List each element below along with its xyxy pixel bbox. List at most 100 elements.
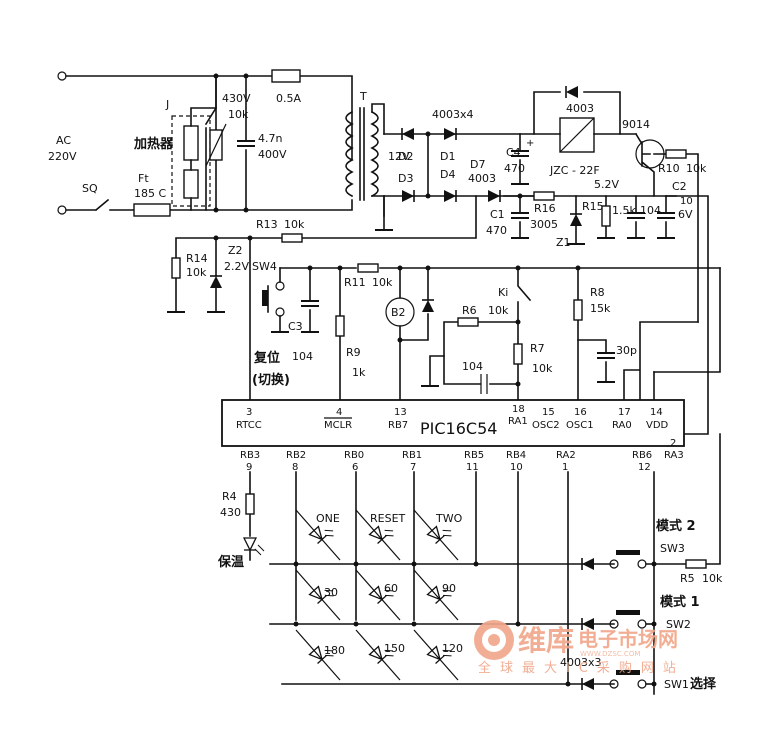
led-two: TWO <box>435 512 463 525</box>
led-reset: RESET <box>370 512 406 525</box>
z2-label: Z2 <box>228 244 243 257</box>
pin-rb0: RB0 <box>344 450 364 461</box>
sw1-button[interactable] <box>616 670 640 675</box>
sw4-label: SW4 <box>252 260 277 273</box>
reset-section: SW4 R11 10k C3 104 R9 1k 复位 (切换) B2 <box>252 260 721 401</box>
supply-5v2: 5.2V <box>594 178 619 191</box>
r11-label: R11 <box>344 276 366 289</box>
varistor-res: 10k <box>228 108 249 121</box>
watermark-line2: 全球最大IC采购网站 <box>478 660 685 676</box>
led-150: 150 <box>384 642 405 655</box>
ki-label: Ki <box>498 286 508 299</box>
varistor-voltage: 430V <box>222 92 251 105</box>
r7-value: 10k <box>532 362 553 375</box>
mode2-label: 模式 2 <box>656 518 696 534</box>
relay-diode: 4003 <box>566 102 594 115</box>
secondary-voltage: 12V <box>388 150 410 163</box>
pin-7-num: 7 <box>410 462 416 473</box>
mode1-label: 模式 1 <box>660 594 700 610</box>
sq-label: SQ <box>82 182 98 195</box>
relay-part: JZC - 22F <box>549 164 600 177</box>
pin-osc1: OSC1 <box>566 420 594 431</box>
pin-4-num: 4 <box>336 407 342 418</box>
r4-label: R4 <box>222 490 237 503</box>
pin-11-num: 11 <box>466 462 479 473</box>
pin-10-num: 10 <box>510 462 523 473</box>
relay-contact-j: J <box>165 98 169 111</box>
pic16c54-ic: PIC16C54 3 RTCC 4 MCLR 13 RB7 18 RA1 15 … <box>221 399 685 473</box>
pin-18-num: 18 <box>512 404 525 415</box>
ft-temp: 185 C <box>134 187 166 200</box>
pin-rb4: RB4 <box>506 450 526 461</box>
led-one: ONE <box>316 512 340 525</box>
keep-warm-label: 保温 <box>217 554 244 570</box>
pin-rb5: RB5 <box>464 450 484 461</box>
led-90: 90 <box>442 582 456 595</box>
z1-label: Z1 <box>556 236 571 249</box>
ic-name: PIC16C54 <box>420 419 497 438</box>
pin-13-num: 13 <box>394 407 407 418</box>
led-matrix: R4 430 保温 ONE RESET TWO 30 60 90 180 150… <box>217 471 615 687</box>
pin-15-num: 15 <box>542 407 555 418</box>
c1-label: C1 <box>490 208 505 221</box>
pin-1-num: 1 <box>562 462 568 473</box>
pin-6-num: 6 <box>352 462 358 473</box>
d7-label: D7 <box>470 158 485 171</box>
cap-104-sense: 104 <box>462 360 483 373</box>
d3-label: D3 <box>398 172 413 185</box>
z2-value: 2.2V <box>224 260 249 273</box>
r16-label: R16 <box>534 202 556 215</box>
led-30: 30 <box>324 586 338 599</box>
heater-relay-contact: J 加热器 430V 10k 4.7n 400V <box>133 75 287 211</box>
c3-value: 104 <box>292 350 313 363</box>
sense-network: Ki R6 10k R7 10k 104 <box>420 265 553 401</box>
cap-30p: 30p <box>616 344 637 357</box>
sw4-contact[interactable] <box>275 281 285 291</box>
ac-label: AC <box>56 134 71 147</box>
r6-label: R6 <box>462 304 477 317</box>
led-60: 60 <box>384 582 398 595</box>
sw3-button[interactable] <box>616 550 640 555</box>
r13-value: 10k <box>284 218 305 231</box>
transformer: T 12V <box>345 90 410 217</box>
fuse-label: 0.5A <box>276 92 301 105</box>
r7-label: R7 <box>530 342 545 355</box>
c1-value: 470 <box>486 224 507 237</box>
svg-text:+: + <box>526 138 534 149</box>
transistor-9014: 9014 <box>622 118 650 131</box>
thermal-fuse <box>133 203 171 217</box>
pin-ra3: RA3 <box>664 450 684 461</box>
r6-value: 10k <box>488 304 509 317</box>
r8-value: 15k <box>590 302 611 315</box>
regulator: C1 470 R16 3005 Z1 R15 1.5k 104 5.2V C2 … <box>486 178 709 447</box>
r9-label: R9 <box>346 346 361 359</box>
pin-ra0: RA0 <box>612 420 632 431</box>
c2-value: 10 <box>680 196 693 207</box>
c3-label: C3 <box>288 320 303 333</box>
x-cap-value: 4.7n <box>258 132 282 145</box>
pin-3-num: 3 <box>246 407 252 418</box>
x-cap-voltage: 400V <box>258 148 287 161</box>
r15-label: R15 <box>582 200 604 213</box>
r10-value: 10k <box>686 162 707 175</box>
pin-rb2: RB2 <box>286 450 306 461</box>
pin-12-num: 12 <box>638 462 651 473</box>
led-180: 180 <box>324 644 345 657</box>
d4-label: D4 <box>440 168 455 181</box>
mains-input: AC 220V SQ Ft 185 C 0.5A <box>48 69 353 217</box>
r9-value: 1k <box>352 366 366 379</box>
r16-value: 3005 <box>530 218 558 231</box>
sw2-button[interactable] <box>616 610 640 615</box>
pin-17-num: 17 <box>618 407 631 418</box>
r15-value: 1.5k <box>612 204 636 217</box>
cap-104-supply: 104 <box>640 204 661 217</box>
r13-label: R13 <box>256 218 278 231</box>
pin-rb7: RB7 <box>388 420 408 431</box>
select-label: 选择 <box>690 676 717 692</box>
pin-rtcc: RTCC <box>236 420 262 431</box>
pin-ra1: RA1 <box>508 416 528 427</box>
watermark-line1: 电子市场网 <box>578 627 678 651</box>
pin-osc2: OSC2 <box>532 420 560 431</box>
r11-value: 10k <box>372 276 393 289</box>
